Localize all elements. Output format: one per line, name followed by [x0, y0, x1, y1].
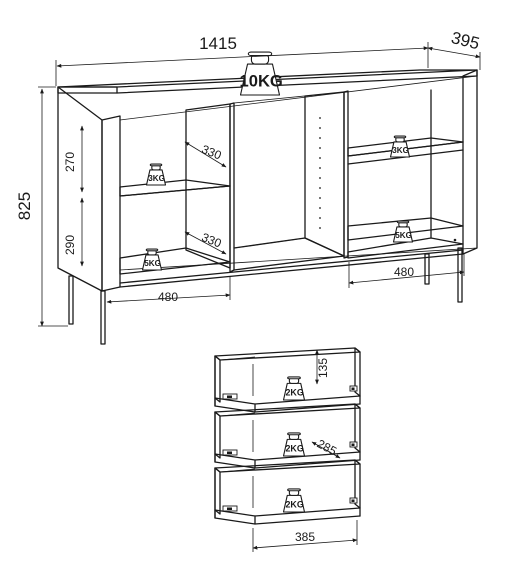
- weight-right-lower-label: 5KG: [395, 231, 412, 240]
- middle-back: [233, 95, 306, 249]
- drawer-2: 2KG: [214, 403, 361, 469]
- weight-top-10kg-label: 10KG: [239, 71, 282, 90]
- top-front-edge: [57, 86, 118, 94]
- weight-right-upper-label: 3KG: [392, 146, 409, 155]
- dim-shelf-height-upper: 270: [63, 152, 77, 172]
- legs: [68, 247, 463, 345]
- shelf-pin-holes: [319, 117, 321, 229]
- weight-left-upper: 3KG: [145, 163, 167, 186]
- drawer-3: 2KG: [214, 459, 361, 525]
- weight-drawer-3-label: 2KG: [286, 499, 304, 509]
- weight-left-lower-label: 5KG: [144, 259, 161, 268]
- weight-drawer-2-label: 2KG: [286, 443, 304, 453]
- weight-drawer-1-label: 2KG: [286, 387, 304, 397]
- left-divider: [229, 102, 235, 273]
- dim-shelf-depth-upper: 330: [200, 142, 224, 163]
- drawer-stack: 2KG 2KG 2KG: [214, 347, 361, 525]
- drawer-dimensions: [252, 349, 358, 552]
- weight-drawer-3: 2KG: [282, 488, 306, 513]
- dim-shelf-depth-lower: 330: [200, 230, 224, 251]
- dim-shelf-height-lower: 290: [63, 235, 77, 255]
- dimension-lines: [38, 42, 481, 327]
- drawer-1: 2KG: [214, 347, 361, 413]
- left-front-edge: [101, 115, 121, 292]
- dim-drawer-width: 385: [295, 530, 315, 544]
- weight-right-lower: 5KG: [392, 220, 414, 243]
- weight-left-upper-label: 3KG: [148, 174, 165, 183]
- right-bottom: [347, 237, 464, 259]
- weight-drawer-1: 2KG: [282, 376, 306, 401]
- back-panel: [119, 75, 478, 271]
- dim-left-width: 480: [158, 290, 178, 304]
- dim-right-width: 480: [394, 265, 414, 279]
- right-side-panel: [462, 69, 478, 255]
- sideboard: [57, 69, 478, 345]
- dim-depth: 395: [449, 28, 481, 53]
- dim-total-width: 1415: [199, 34, 237, 53]
- dim-height: 825: [15, 192, 34, 220]
- weight-drawer-2: 2KG: [282, 432, 306, 457]
- dim-drawer-height: 135: [316, 358, 330, 378]
- left-side-panel: [57, 86, 103, 292]
- weight-top-10kg: 10KG: [239, 51, 283, 96]
- weight-right-upper: 3KG: [389, 135, 411, 158]
- middle-divider-side: [304, 91, 345, 257]
- weight-left-lower: 5KG: [141, 248, 163, 271]
